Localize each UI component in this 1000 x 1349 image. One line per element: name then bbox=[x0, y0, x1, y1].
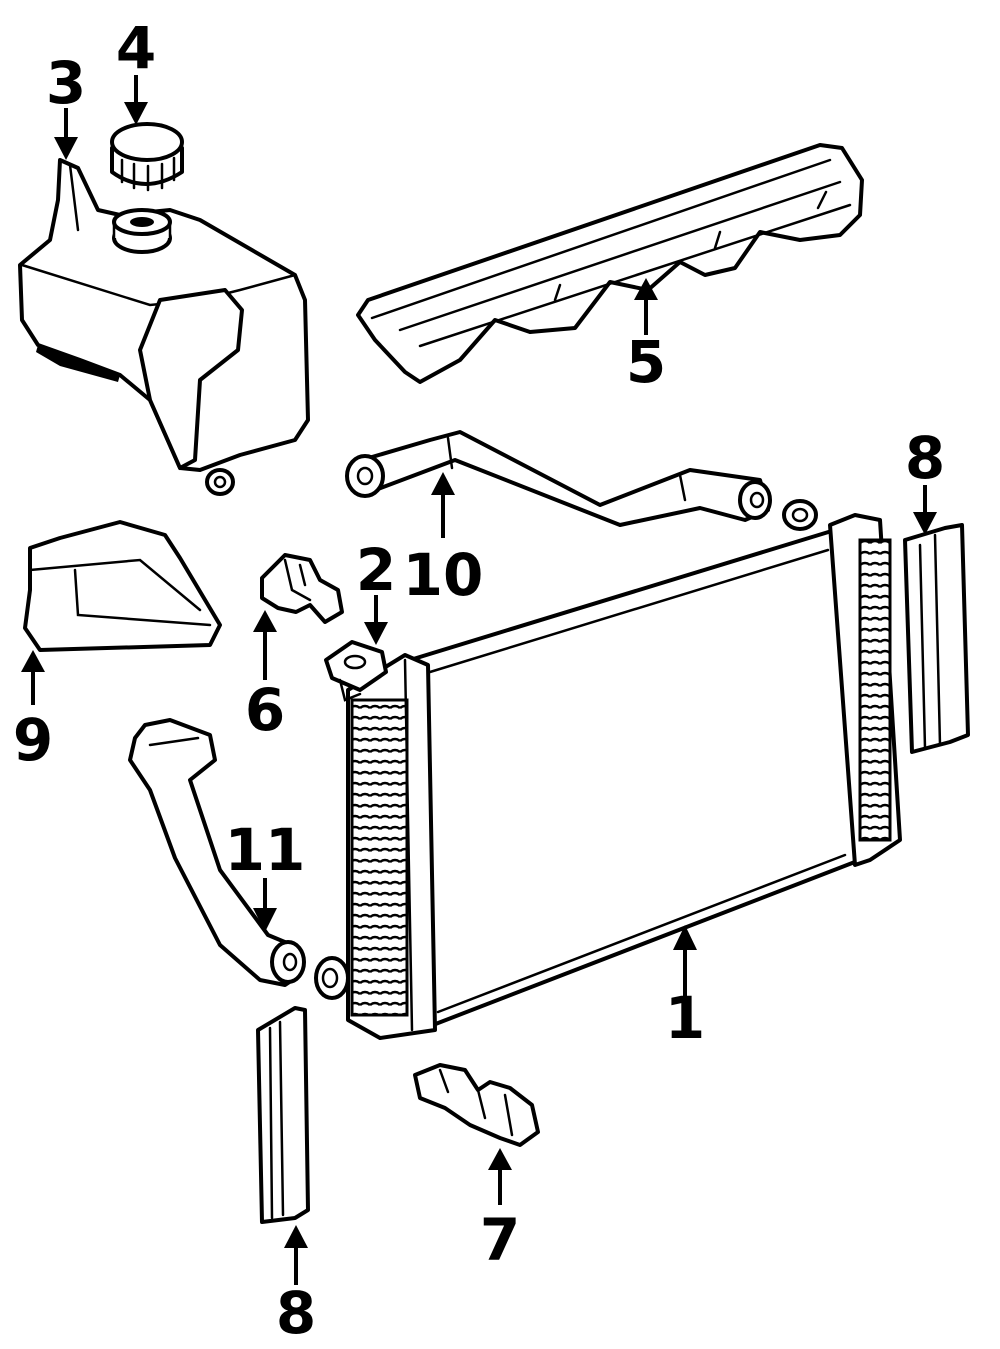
callout-1: 1 bbox=[665, 984, 705, 1052]
callout-6: 6 bbox=[245, 676, 285, 744]
coolant-reservoir bbox=[18, 158, 310, 496]
callout-labels: 1 2 3 4 5 6 7 8 8 9 10 11 bbox=[13, 14, 945, 1347]
radiator-core bbox=[314, 499, 902, 1040]
callout-11: 11 bbox=[225, 816, 306, 884]
callout-8-upper: 8 bbox=[905, 424, 945, 492]
air-deflector bbox=[23, 520, 222, 652]
upper-bracket bbox=[260, 553, 344, 624]
callout-9: 9 bbox=[13, 706, 53, 774]
reservoir-cap bbox=[110, 122, 184, 192]
callout-3: 3 bbox=[46, 49, 86, 117]
upper-shroud bbox=[356, 143, 864, 384]
callout-2: 2 bbox=[356, 536, 396, 604]
leaders bbox=[21, 75, 937, 1285]
callout-4: 4 bbox=[116, 14, 156, 82]
side-seal-left bbox=[256, 1006, 310, 1224]
callout-10: 10 bbox=[403, 541, 484, 609]
drain-cock bbox=[324, 640, 388, 702]
upper-hose bbox=[345, 430, 772, 527]
side-seal-right bbox=[903, 523, 970, 754]
callout-7: 7 bbox=[480, 1206, 520, 1274]
callout-8-lower: 8 bbox=[276, 1279, 316, 1347]
callout-5: 5 bbox=[626, 328, 666, 396]
lower-bracket bbox=[413, 1063, 540, 1147]
lower-hose bbox=[128, 718, 306, 987]
